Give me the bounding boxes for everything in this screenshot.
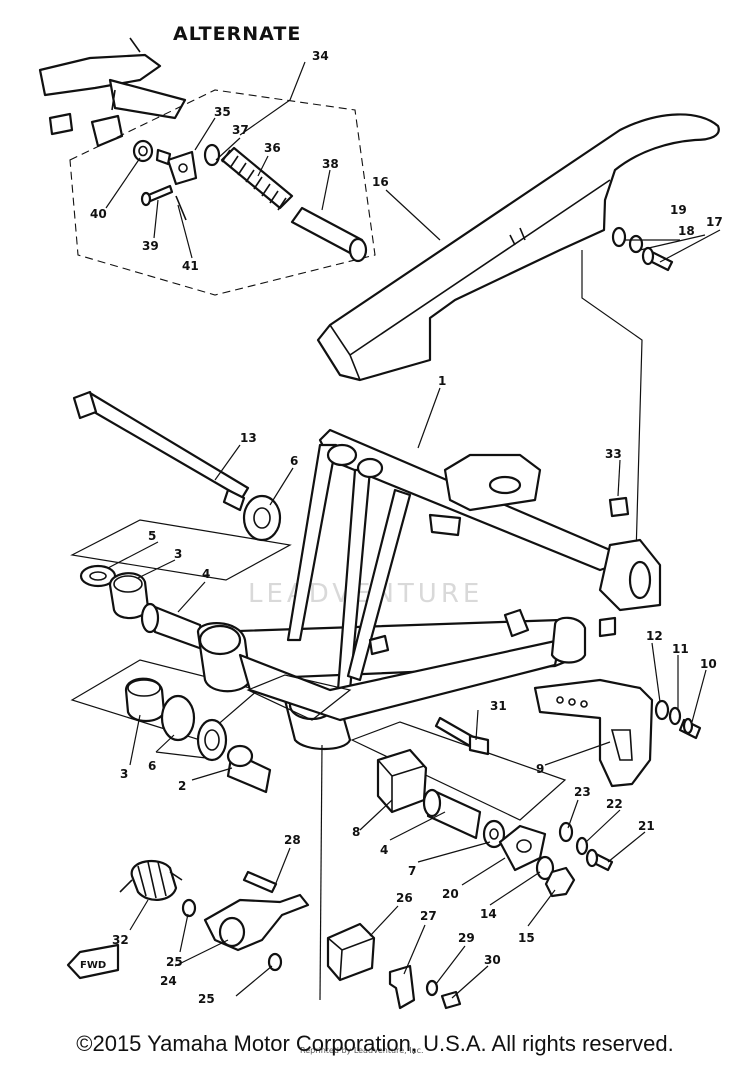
callout-19: 19: [670, 203, 687, 217]
chain-case-16: [316, 113, 720, 382]
callout-32: 32: [112, 933, 129, 947]
callout-23: 23: [574, 785, 591, 799]
callout-17: 17: [706, 215, 723, 229]
callout-36: 36: [264, 141, 281, 155]
callout-29: 29: [458, 931, 475, 945]
callout-25a: 25: [166, 955, 183, 969]
callout-30: 30: [484, 953, 501, 967]
callout-40: 40: [90, 207, 107, 221]
copyright-notice: ©2015 Yamaha Motor Corporation, U.S.A. A…: [76, 1031, 674, 1056]
callout-6b: 6: [148, 759, 156, 773]
spring-36: [220, 146, 294, 211]
callout-7: 7: [408, 864, 416, 878]
pivot-shaft-13: [72, 390, 250, 512]
fwd-arrow-tag: FWD: [66, 943, 120, 980]
callout-39: 39: [142, 239, 159, 253]
alternate-inset: [38, 37, 376, 296]
callout-1: 1: [438, 374, 446, 388]
callout-24: 24: [160, 974, 177, 988]
callout-3a: 3: [174, 547, 182, 561]
callout-2: 2: [178, 779, 186, 793]
reprint-note: Reprinted by LeadVenture, Inc.: [300, 1046, 424, 1055]
callout-4b: 4: [380, 843, 388, 857]
callout-6a: 6: [290, 454, 298, 468]
callout-27: 27: [420, 909, 437, 923]
callout-35: 35: [214, 105, 231, 119]
callout-8: 8: [352, 825, 360, 839]
callout-16: 16: [372, 175, 389, 189]
spring-32: [119, 860, 183, 901]
callout-13: 13: [240, 431, 257, 445]
callout-11: 11: [672, 642, 689, 656]
callout-5: 5: [148, 529, 156, 543]
callout-3b: 3: [120, 767, 128, 781]
callout-18: 18: [678, 224, 695, 238]
callout-26: 26: [396, 891, 413, 905]
callout-31: 31: [490, 699, 507, 713]
callout-21: 21: [638, 819, 655, 833]
callout-14: 14: [480, 907, 497, 921]
callout-28: 28: [284, 833, 301, 847]
callout-20: 20: [442, 887, 459, 901]
callout-labels: 34 35 37 36 38 40 39 41 16 19 18 17 1 13…: [90, 49, 723, 1006]
callout-12: 12: [646, 629, 663, 643]
callout-22: 22: [606, 797, 623, 811]
leader-lines: [105, 61, 721, 999]
callout-15: 15: [518, 931, 535, 945]
swing-arm-1: [196, 428, 662, 750]
callout-37: 37: [232, 123, 249, 137]
callout-9: 9: [536, 762, 544, 776]
callout-41: 41: [182, 259, 199, 273]
watermark: LEADVENTURE: [248, 579, 483, 609]
fwd-tag-label: FWD: [80, 960, 106, 971]
callout-33: 33: [605, 447, 622, 461]
callout-38: 38: [322, 157, 339, 171]
callout-25b: 25: [198, 992, 215, 1006]
footrest-bracket-9: [533, 678, 654, 788]
callout-4a: 4: [202, 567, 210, 581]
callout-10: 10: [700, 657, 717, 671]
alternate-title: ALTERNATE: [173, 23, 301, 45]
callout-34: 34: [312, 49, 329, 63]
